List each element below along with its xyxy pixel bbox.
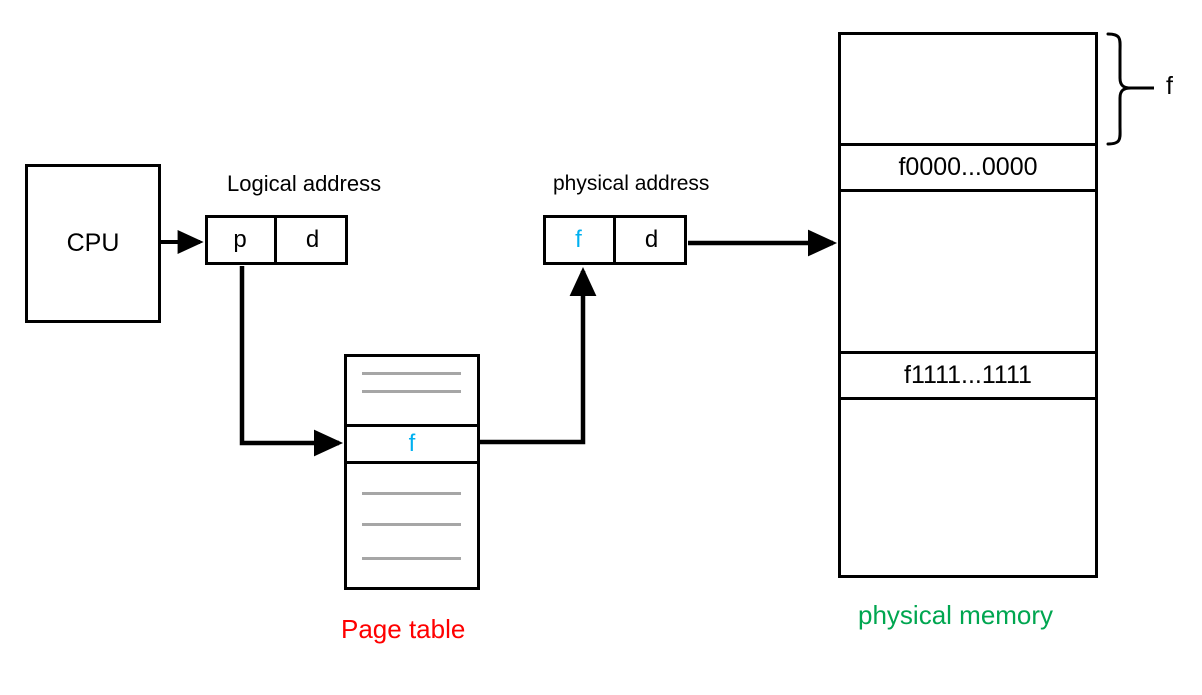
logical-address-divider xyxy=(274,215,277,265)
physical-memory-frame-end-row: f1111...1111 xyxy=(904,361,1032,389)
page-table-entry-bottom-divider xyxy=(344,461,480,464)
logical-address-offset-cell: d xyxy=(305,226,320,253)
physical-memory-divider-below-end xyxy=(838,397,1098,400)
page-table-entry-top-divider xyxy=(344,424,480,427)
page-table-empty-entry-line xyxy=(362,372,461,375)
physical-address-frame-cell: f xyxy=(575,226,582,253)
physical-address-divider xyxy=(613,215,616,265)
cpu-box xyxy=(25,164,161,323)
page-table-box xyxy=(344,354,480,590)
page-table-empty-entry-line xyxy=(362,492,461,495)
physical-memory-brace-label: f xyxy=(1166,72,1173,100)
arrow-page-number-to-page-table xyxy=(239,266,344,457)
physical-memory-divider-top xyxy=(838,143,1098,146)
logical-address-caption: Logical address xyxy=(227,171,382,196)
logical-address-page-cell: p xyxy=(233,226,247,253)
physical-memory-divider-below-start xyxy=(838,189,1098,192)
page-table-selected-entry: f xyxy=(408,430,416,457)
physical-address-offset-cell: d xyxy=(644,226,659,253)
page-table-empty-entry-line xyxy=(362,557,461,560)
page-table-empty-entry-line xyxy=(362,390,461,393)
physical-memory-divider-above-end xyxy=(838,351,1098,354)
page-table-caption: Page table xyxy=(341,614,466,644)
physical-address-caption: physical address xyxy=(553,172,710,195)
physical-memory-frame-start-row: f0000...0000 xyxy=(898,153,1038,181)
cpu-label: CPU xyxy=(66,229,120,257)
physical-memory-box xyxy=(838,32,1098,578)
page-table-empty-entry-line xyxy=(362,523,461,526)
physical-memory-caption: physical memory xyxy=(858,600,1054,630)
frame-brace xyxy=(1106,32,1154,146)
arrow-page-table-entry-to-physical-address xyxy=(480,266,597,445)
